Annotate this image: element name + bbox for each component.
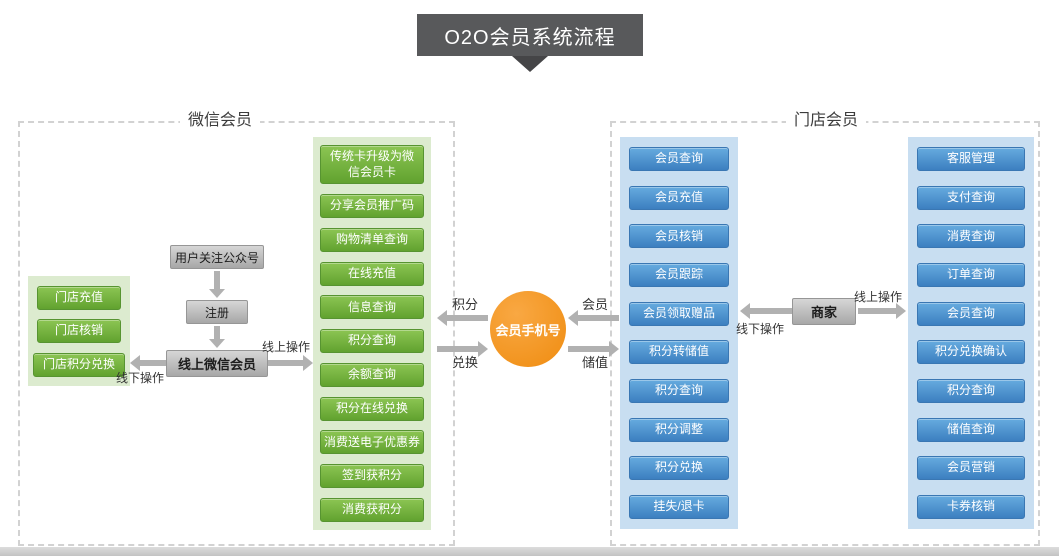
node-register: 注册 <box>186 300 248 324</box>
arrow-merchant-offline <box>740 303 792 319</box>
label-redeem: 兑换 <box>452 355 479 370</box>
node-member-query-merchant: 会员查询 <box>917 301 1025 326</box>
node-follow-official-account: 用户关注公众号 <box>170 245 264 269</box>
wechat-features-panel: 传统卡升级为微信会员卡 分享会员推广码 购物清单查询 在线充值 信息查询 积分查… <box>313 137 431 530</box>
node-member-marketing: 会员营销 <box>917 456 1025 481</box>
node-checkin-points: 签到获积分 <box>320 464 424 489</box>
arrow-down-follow-to-register <box>209 271 225 298</box>
store-section-label: 门店会员 <box>786 110 867 132</box>
node-points-to-stored-value: 积分转储值 <box>629 340 729 365</box>
arrow-down-register-to-member <box>209 326 225 348</box>
arrow-member-to-hub <box>568 310 619 326</box>
arrow-online-ops <box>268 355 313 371</box>
store-offline-ops-panel: 门店充值 门店核销 门店积分兑换 <box>28 276 130 386</box>
store-member-ops-panel: 会员查询 会员充值 会员核销 会员跟踪 会员领取赠品 积分转储值 积分查询 积分… <box>620 137 738 529</box>
arrow-stored-value-to-store <box>568 341 619 357</box>
label-online-op-wechat: 线上操作 <box>262 340 311 354</box>
arrow-offline-ops <box>130 355 166 371</box>
node-online-recharge: 在线充值 <box>320 261 424 286</box>
node-coupon-verify: 卡券核销 <box>917 494 1025 519</box>
node-member-query-store: 会员查询 <box>629 147 729 171</box>
label-offline-op-store: 线下操作 <box>736 322 785 336</box>
node-payment-query: 支付查询 <box>917 185 1025 210</box>
node-member-tracking: 会员跟踪 <box>629 262 729 287</box>
merchant-online-ops-panel: 客服管理 支付查询 消费查询 订单查询 会员查询 积分兑换确认 积分查询 储值查… <box>908 137 1034 529</box>
label-points: 积分 <box>452 297 479 312</box>
node-store-points-redeem: 门店积分兑换 <box>33 352 125 377</box>
node-member-verify: 会员核销 <box>629 224 729 249</box>
node-store-verify: 门店核销 <box>37 319 121 343</box>
label-member: 会员 <box>582 297 609 312</box>
wechat-section-label: 微信会员 <box>180 110 261 132</box>
node-order-query: 订单查询 <box>917 262 1025 287</box>
node-loss-refund-card: 挂失/退卡 <box>629 494 729 519</box>
node-merchant: 商家 <box>792 298 856 325</box>
arrow-points-to-wechat <box>437 310 488 326</box>
member-phone-hub: 会员手机号 <box>490 291 566 367</box>
node-stored-value-query: 储值查询 <box>917 417 1025 442</box>
node-points-redeem-store: 积分兑换 <box>629 456 729 481</box>
node-points-query-wechat: 积分查询 <box>320 329 424 354</box>
label-stored-value: 储值 <box>582 355 609 370</box>
bottom-strip <box>0 547 1059 556</box>
node-spend-points: 消费获积分 <box>320 498 424 522</box>
node-card-upgrade: 传统卡升级为微信会员卡 <box>320 145 424 185</box>
node-points-query-merchant: 积分查询 <box>917 378 1025 403</box>
node-customer-service: 客服管理 <box>917 147 1025 171</box>
node-member-gift: 会员领取赠品 <box>629 301 729 326</box>
node-points-query-store: 积分查询 <box>629 378 729 403</box>
node-member-recharge: 会员充值 <box>629 185 729 210</box>
arrow-redeem-to-hub <box>437 341 488 357</box>
node-shopping-list-query: 购物清单查询 <box>320 227 424 252</box>
page-title: O2O会员系统流程 <box>417 14 643 56</box>
node-points-adjust: 积分调整 <box>629 417 729 442</box>
arrow-merchant-online <box>858 303 906 319</box>
node-online-wechat-member: 线上微信会员 <box>166 350 268 377</box>
node-points-redeem-confirm: 积分兑换确认 <box>917 340 1025 365</box>
label-online-op-store: 线上操作 <box>854 290 903 304</box>
node-store-recharge: 门店充值 <box>37 285 121 310</box>
banner-ribbon-tail-icon <box>512 56 548 72</box>
label-offline-op-wechat: 线下操作 <box>116 371 165 385</box>
node-points-online-redeem: 积分在线兑换 <box>320 396 424 421</box>
node-e-coupon: 消费送电子优惠券 <box>320 430 424 455</box>
node-info-query: 信息查询 <box>320 295 424 320</box>
node-consumption-query: 消费查询 <box>917 224 1025 249</box>
node-share-promo-code: 分享会员推广码 <box>320 193 424 218</box>
node-balance-query: 余额查询 <box>320 362 424 387</box>
